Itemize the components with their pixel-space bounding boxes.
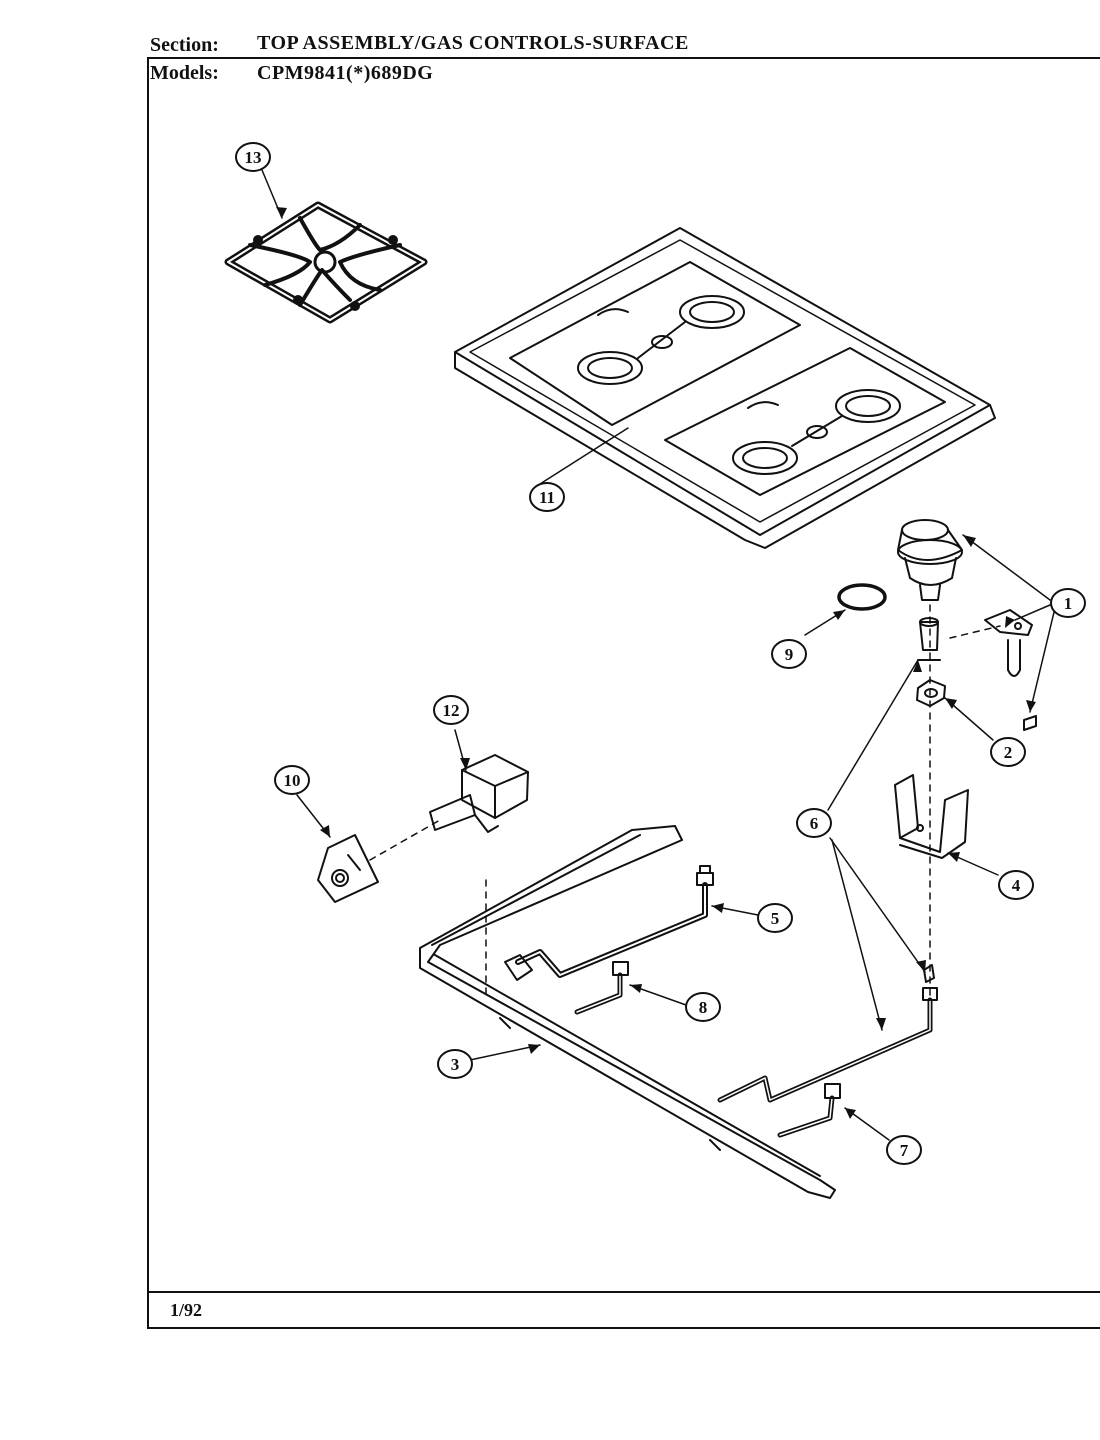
callout-6-circle — [796, 808, 832, 838]
nut-part — [916, 679, 946, 707]
igniter-switch-part — [429, 754, 529, 833]
callout-12-circle — [433, 695, 469, 725]
callout-12-label: 12 — [443, 701, 460, 720]
o-ring-part — [837, 583, 887, 611]
burner-part — [897, 519, 1037, 731]
callout-4-circle — [998, 870, 1034, 900]
callout-3-circle — [437, 1049, 473, 1079]
manifold-part — [419, 825, 836, 1199]
section-label: Section: — [150, 34, 219, 56]
tube-fitting-2-part — [777, 1083, 841, 1138]
callout-5-label: 5 — [771, 909, 780, 928]
gas-tube-part — [504, 865, 714, 981]
footer-date: 1/92 — [170, 1300, 203, 1320]
models-label: Models: — [150, 62, 219, 84]
callout-2-circle — [990, 737, 1026, 767]
callout-9-circle — [771, 639, 807, 669]
footer-rule — [147, 1291, 1100, 1293]
models-value: CPM9841(*)689DG — [257, 62, 434, 84]
tube-fitting-part — [574, 961, 629, 1015]
grate-part — [224, 201, 428, 324]
callout-4-label: 4 — [1012, 876, 1021, 895]
callout-1-circle — [1050, 588, 1086, 618]
callout-13-circle — [235, 142, 271, 172]
callout-7-label: 7 — [900, 1141, 909, 1160]
callout-9-label: 9 — [785, 645, 794, 664]
callout-10-circle — [274, 765, 310, 795]
callout-10-label: 10 — [284, 771, 301, 790]
long-gas-tube-part — [717, 964, 938, 1103]
spark-module-part — [317, 834, 379, 903]
callout-11-label: 11 — [539, 488, 555, 507]
callout-6-label: 6 — [810, 814, 819, 833]
cooktop-part — [454, 227, 996, 549]
callout-3-label: 3 — [451, 1055, 460, 1074]
callout-5-circle — [757, 903, 793, 933]
bracket-part — [894, 774, 969, 859]
orifice-part — [917, 617, 941, 661]
callout-11-circle — [529, 482, 565, 512]
callout-1-label: 1 — [1064, 594, 1073, 613]
callout-13-label: 13 — [245, 148, 262, 167]
page-frame — [147, 57, 1100, 1329]
callout-7-circle — [886, 1135, 922, 1165]
callout-8-circle — [685, 992, 721, 1022]
section-title: TOP ASSEMBLY/GAS CONTROLS-SURFACE — [257, 32, 689, 54]
callout-8-label: 8 — [699, 998, 708, 1017]
callout-2-label: 2 — [1004, 743, 1013, 762]
